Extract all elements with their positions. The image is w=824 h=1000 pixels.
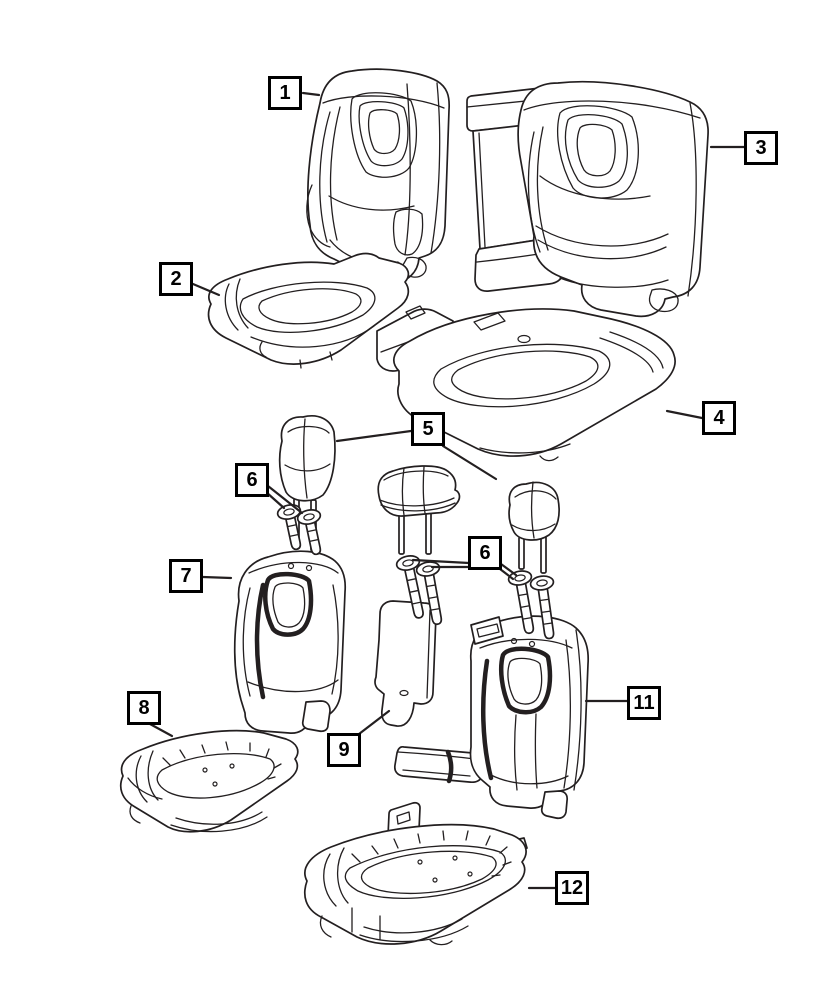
leader-line-6a2 — [266, 484, 304, 515]
leader-line-9 — [357, 709, 391, 736]
leader-line-4 — [665, 409, 704, 420]
leader-line-1 — [301, 91, 321, 97]
callout-7[interactable]: 7 — [169, 559, 203, 593]
callout-5[interactable]: 5 — [411, 412, 445, 446]
leader-line-5b — [441, 444, 498, 481]
leader-line-8 — [148, 722, 174, 738]
callout-8[interactable]: 8 — [127, 691, 161, 725]
leader-line-6a1 — [264, 490, 286, 510]
callout-6b[interactable]: 6 — [468, 536, 502, 570]
callout-11[interactable]: 11 — [627, 686, 661, 720]
callout-9[interactable]: 9 — [327, 733, 361, 767]
seat-cushion-pad-right-drawing — [303, 801, 528, 946]
callout-6a[interactable]: 6 — [235, 463, 269, 497]
callout-2[interactable]: 2 — [159, 262, 193, 296]
leader-line-6b4 — [498, 567, 515, 581]
leader-lines — [148, 91, 746, 890]
seat-cushion-cover-left-drawing — [207, 252, 410, 369]
seat-cushion-pad-left-drawing — [119, 729, 299, 833]
headrest-sleeves-left-drawing — [275, 502, 329, 558]
seatback-cover-right-drawing — [466, 80, 709, 318]
seat-cushion-cover-right-drawing — [376, 305, 676, 462]
leader-line-7 — [201, 575, 233, 580]
leader-line-6b3 — [499, 562, 518, 577]
callout-1[interactable]: 1 — [268, 76, 302, 110]
headrest-right-drawing — [508, 481, 560, 574]
callout-3[interactable]: 3 — [744, 131, 778, 165]
seatback-cover-left-drawing — [306, 68, 451, 285]
leader-line-2 — [191, 282, 221, 297]
seatback-pad-right-drawing — [393, 615, 590, 820]
callout-4[interactable]: 4 — [702, 401, 736, 435]
headrest-center-drawing — [377, 465, 461, 555]
armrest-panel-drawing — [374, 600, 437, 727]
leader-line-6b1 — [411, 558, 471, 565]
seatback-pad-left-drawing — [233, 550, 347, 734]
leader-line-5a — [335, 429, 413, 443]
callout-12[interactable]: 12 — [555, 871, 589, 905]
